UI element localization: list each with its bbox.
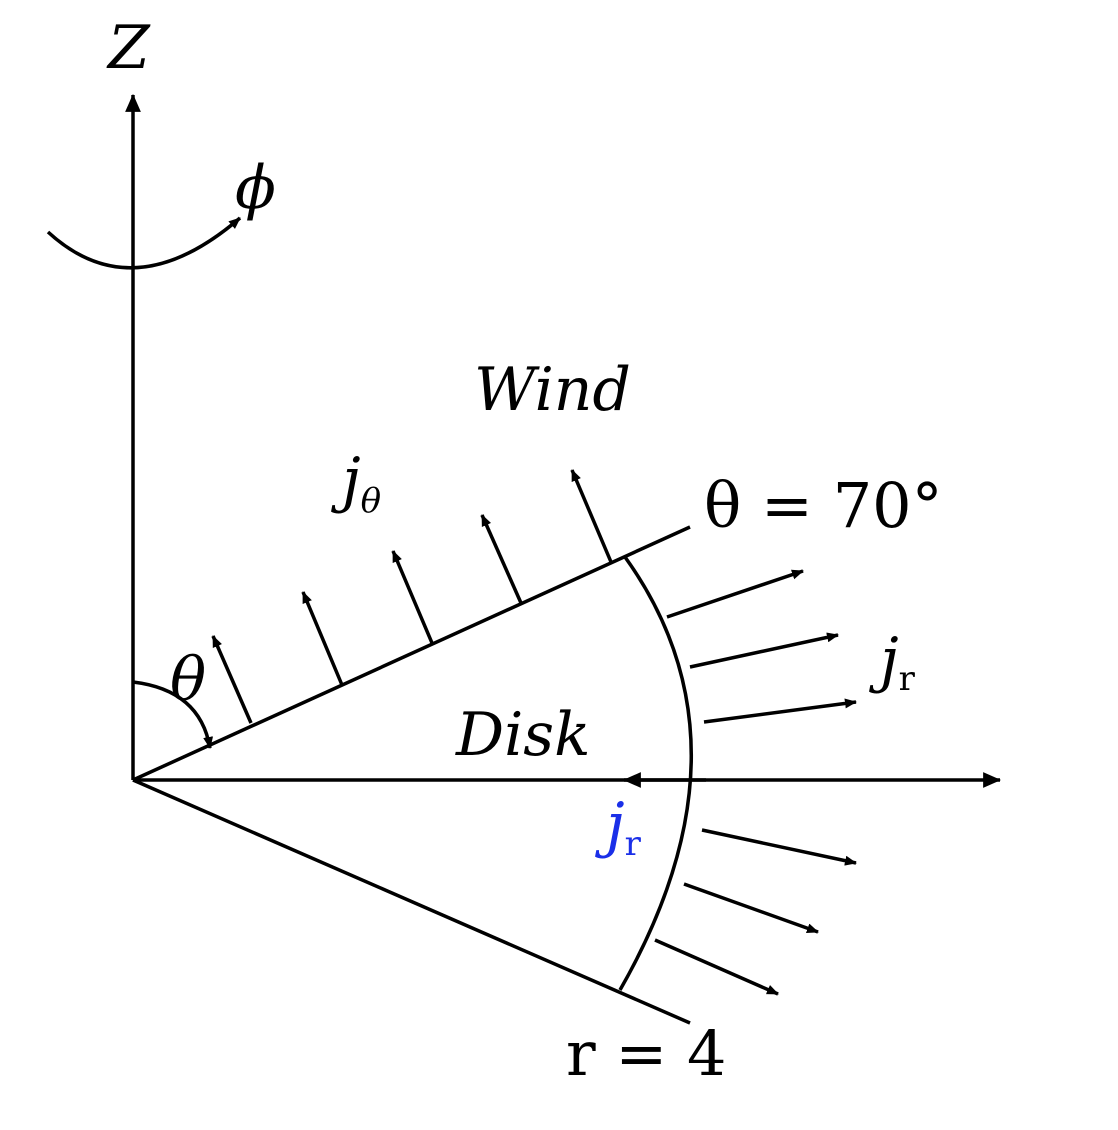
wind-label: Wind: [474, 355, 631, 425]
theta-angle-label: θ: [170, 645, 206, 715]
lower-boundary-line: [132, 778, 691, 1025]
theta-boundary-label: θ = 70°: [704, 469, 943, 542]
j-theta-arrow: [301, 591, 344, 686]
j-r-arrow: [666, 569, 804, 619]
j-theta-arrow: [391, 550, 434, 644]
j-r-subscript: r: [899, 659, 916, 699]
phi-rotation-arrow: [46, 216, 242, 270]
j-r-outflow-arrows-lower: [654, 828, 857, 996]
j-r-inflow-base: j: [595, 790, 625, 860]
j-theta-arrows: [211, 469, 613, 724]
r-boundary-arc: [618, 555, 693, 991]
j-theta-arrow: [211, 635, 253, 724]
z-axis-label: Z: [106, 13, 151, 83]
j-theta-base: j: [331, 445, 361, 515]
j-r-label: jr: [869, 625, 916, 699]
j-theta-label: jθ: [331, 445, 381, 521]
j-r-arrow: [703, 698, 857, 724]
theta-boundary-line: [132, 525, 691, 782]
j-r-inflow-subscript: r: [625, 824, 642, 864]
j-r-inflow-label: jr: [595, 790, 642, 864]
j-r-outflow-arrows-upper: [666, 569, 857, 724]
j-r-arrow: [689, 632, 839, 669]
r-boundary-label: r = 4: [566, 1017, 726, 1090]
j-r-arrow: [683, 882, 819, 934]
j-theta-arrow: [570, 469, 613, 563]
j-theta-arrow: [480, 514, 523, 604]
j-r-base: j: [869, 625, 899, 695]
j-theta-subscript: θ: [361, 481, 381, 521]
j-r-arrow: [654, 938, 779, 996]
phi-label: ϕ: [235, 153, 276, 223]
j-r-arrow: [701, 828, 857, 866]
disk-label: Disk: [455, 700, 590, 770]
theta-angle-arc: [132, 680, 214, 749]
